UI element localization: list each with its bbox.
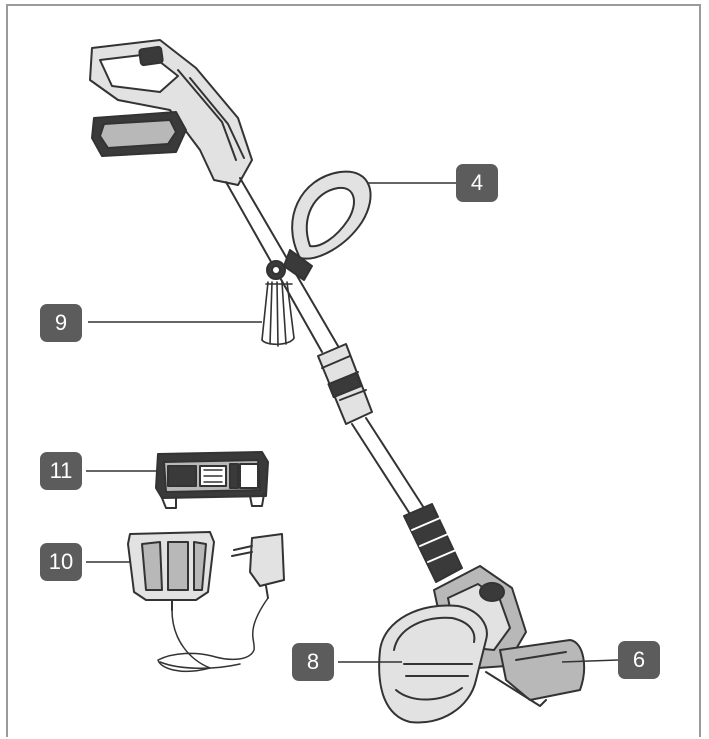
- callout-4: 4: [456, 164, 498, 202]
- callout-9: 9: [40, 304, 82, 342]
- lower-collar: [403, 503, 463, 583]
- edge-guide: [485, 639, 586, 707]
- main-handle: [89, 39, 253, 186]
- charger-cable: [157, 597, 269, 672]
- telescopic-collar: [317, 343, 373, 425]
- power-adapter: [231, 533, 285, 599]
- leader-lines: [86, 182, 619, 663]
- lower-shaft: [351, 417, 425, 515]
- leader-line-6: [561, 659, 619, 663]
- callout-8: 8: [292, 643, 334, 681]
- figure-frame: [6, 4, 701, 737]
- spacer-guard: [261, 281, 295, 347]
- callout-6: 6: [618, 641, 660, 679]
- callout-10: 10: [40, 543, 82, 581]
- safety-guard: [378, 604, 488, 724]
- auxiliary-handle: [266, 170, 372, 281]
- callout-11: 11: [40, 452, 82, 490]
- battery-pack: [155, 451, 269, 509]
- charger-base: [127, 531, 215, 611]
